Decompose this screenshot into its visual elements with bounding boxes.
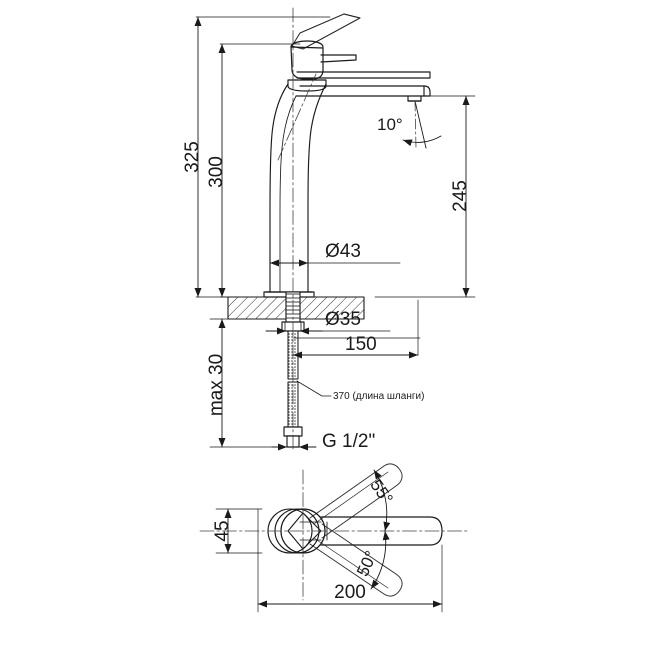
body-cap [287,79,327,92]
dimension-total-height-label: 325 [182,141,203,173]
dimension-overall-length-label: 200 [334,582,366,603]
angle-handle-back-label: 55° [366,476,396,508]
dimension-spout-height-label: 245 [450,180,471,212]
dimension-spout-reach-label: 150 [345,334,377,355]
dimension-counter-thickness-label: max 30 [206,354,227,416]
extension-lines [195,16,476,448]
dimension-thread-label: G 1/2" [322,431,375,452]
faucet-front-view [263,13,431,298]
dimension-spout-diameter-label: Ø43 [325,241,361,262]
countertop-section [227,296,365,320]
angle-spout-tilt-indicator [402,100,442,149]
handle-axis-line [277,73,317,161]
angle-handle-back-indicator [373,469,391,532]
lever-handle-raised [291,13,361,50]
angle-handle-front-label: 50° [353,548,381,579]
dimension-body-height-label: 300 [206,156,227,188]
centerlines-top [199,469,471,601]
hose-leader-line [296,380,332,397]
lever-handle [290,40,357,80]
angle-spout-tilt-label: 10° [377,115,403,134]
dimension-base-width-label: 45 [212,520,233,541]
dimension-shank-diameter-label: Ø35 [325,309,361,330]
extension-lines-top [215,508,443,613]
faucet-top-view [257,463,443,597]
hose-length-note: 370 (длина шланги) [333,391,424,402]
angle-handle-front-indicator [370,530,390,590]
spout-arm [295,71,431,102]
